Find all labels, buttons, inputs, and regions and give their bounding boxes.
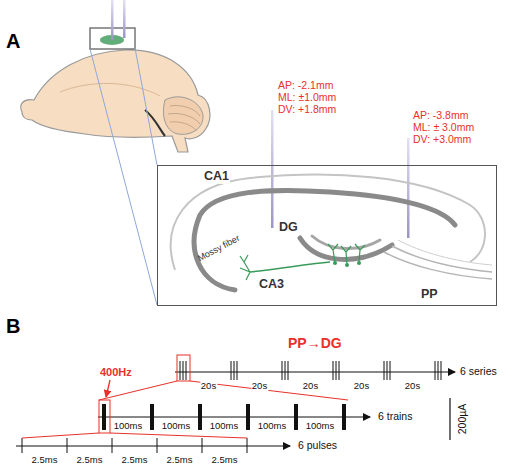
- region-label: PP: [420, 288, 439, 302]
- count-label: 6 series: [460, 366, 497, 378]
- interval-label: 2.5ms: [166, 455, 194, 465]
- interval-label: 2.5ms: [31, 455, 59, 465]
- panel-letter: A: [6, 30, 20, 52]
- interval-label: 20s: [353, 381, 370, 391]
- zoom-lines: [90, 48, 157, 305]
- coordinate: DV: +3.0mm: [413, 134, 471, 146]
- stimulation-timeline: [16, 361, 455, 453]
- interval-label: 100ms: [305, 421, 336, 431]
- interval-label: 20s: [251, 381, 268, 391]
- frequency-label: 400Hz: [100, 366, 132, 378]
- scale-bar-label: 200µA: [457, 404, 469, 435]
- panel-letter: B: [6, 315, 20, 337]
- region-label: DG: [278, 221, 299, 235]
- interval-label: 20s: [200, 381, 217, 391]
- coordinate: ML: ±1.0mm: [278, 92, 336, 104]
- brain-illustration: [21, 28, 210, 152]
- zoom-markers: [22, 355, 348, 438]
- interval-label: 2.5ms: [121, 455, 149, 465]
- inset-frame: CA1DG Mossy fiberCA3PP: [157, 165, 497, 306]
- pathway-label: PP→DG: [288, 336, 342, 351]
- region-label: CA1: [203, 170, 230, 184]
- coordinate: ML: ± 3.0mm: [413, 122, 474, 134]
- interval-label: 100ms: [161, 421, 192, 431]
- interval-label: 20s: [404, 381, 421, 391]
- count-label: 6 trains: [378, 411, 412, 423]
- interval-label: 100ms: [113, 421, 144, 431]
- interval-label: 2.5ms: [76, 455, 104, 465]
- interval-label: 100ms: [209, 421, 240, 431]
- interval-label: 2.5ms: [211, 455, 239, 465]
- coordinate: AP: -2.1mm: [278, 80, 333, 92]
- coordinate: AP: -3.8mm: [413, 110, 468, 122]
- electrodes: [111, 0, 410, 238]
- coordinate: DV: +1.8mm: [278, 104, 336, 116]
- interval-label: 100ms: [257, 421, 288, 431]
- hippocampus-illustration: [171, 175, 492, 290]
- interval-label: 20s: [302, 381, 319, 391]
- count-label: 6 pulses: [298, 440, 337, 452]
- region-label: CA3: [258, 278, 285, 292]
- fiber-label: Mossy fiber: [196, 234, 241, 264]
